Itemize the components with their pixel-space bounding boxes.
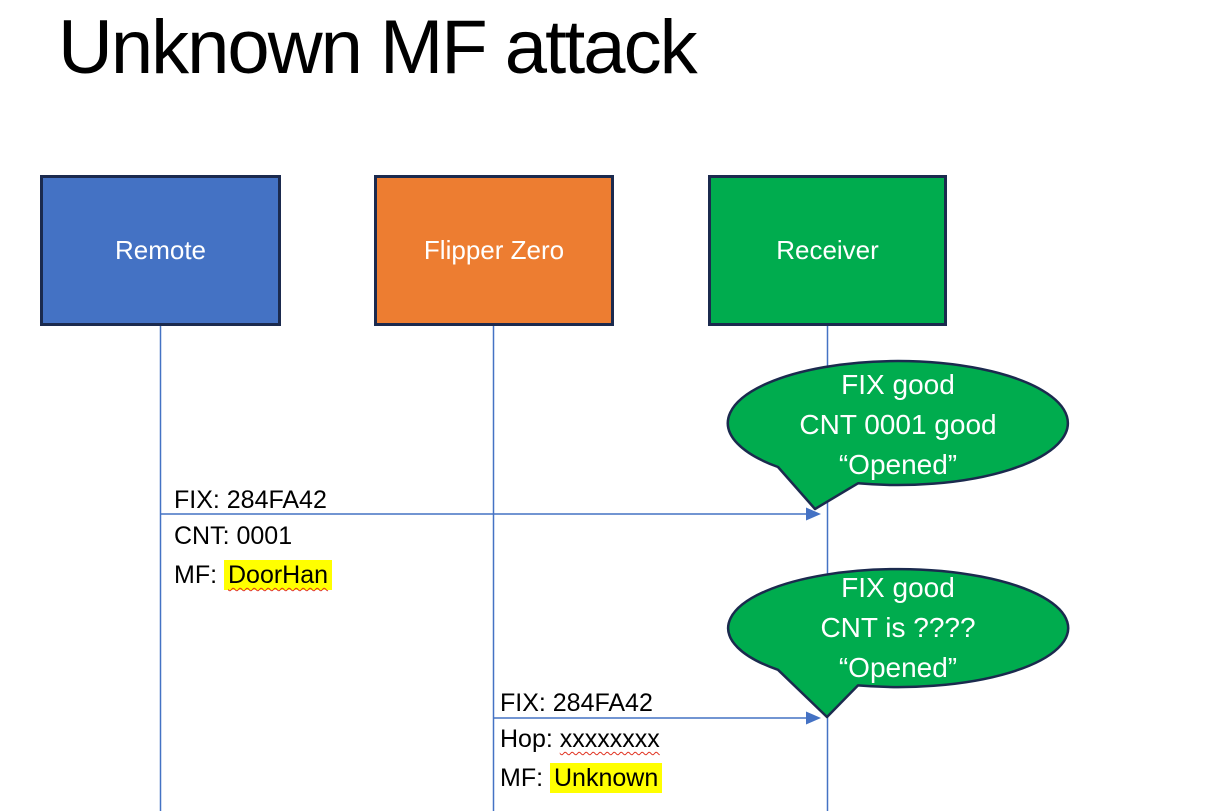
message1-cnt-text: CNT: 0001 xyxy=(174,522,293,550)
arrowhead-message-2 xyxy=(806,711,821,725)
callout2-text: FIX good CNT is ???? “Opened” xyxy=(728,568,1068,688)
message2-hop-value: xxxxxxxx xyxy=(559,725,660,753)
callout1-text: FIX good CNT 0001 good “Opened” xyxy=(728,365,1068,485)
message1-detail-labels: CNT: 0001 MF: DoorHan xyxy=(174,517,333,595)
message2-hop-prefix: Hop: xyxy=(500,725,560,753)
callout-bubble-2 xyxy=(726,567,1070,719)
message2-mf-prefix: MF: xyxy=(500,764,550,792)
callout1-line3: “Opened” xyxy=(838,449,958,480)
actor-box-receiver: Receiver xyxy=(708,175,947,326)
actor-box-remote: Remote xyxy=(40,175,281,326)
arrowhead-message-1 xyxy=(806,507,821,521)
message2-mf-line: MF: Unknown xyxy=(500,759,663,798)
actor-label-flipper-zero: Flipper Zero xyxy=(423,235,565,265)
message2-detail-labels: Hop: xxxxxxxx MF: Unknown xyxy=(500,720,663,798)
callout-bubble-1 xyxy=(726,359,1070,511)
callout2-line3: “Opened” xyxy=(838,652,958,683)
callout2-line2: CNT is ???? xyxy=(820,612,976,643)
message1-fix-text: FIX: 284FA42 xyxy=(174,486,327,514)
callout2-line1: FIX good xyxy=(841,572,955,603)
message2-hop-line: Hop: xxxxxxxx xyxy=(500,720,662,759)
message1-mf-value-highlighted: DoorHan xyxy=(224,560,333,590)
actor-label-remote: Remote xyxy=(114,235,207,265)
actor-box-flipper-zero: Flipper Zero xyxy=(374,175,614,326)
message2-fix-text: FIX: 284FA42 xyxy=(500,689,653,717)
message1-mf-prefix: MF: xyxy=(174,561,224,589)
message2-mf-value-highlighted: Unknown xyxy=(550,763,663,793)
callout1-line1: FIX good xyxy=(841,369,955,400)
actor-label-receiver: Receiver xyxy=(776,235,879,265)
page-title: Unknown MF attack xyxy=(58,5,698,90)
message2-fix-label: FIX: 284FA42 xyxy=(500,684,653,723)
message1-mf-line: MF: DoorHan xyxy=(174,556,333,595)
message1-fix-label: FIX: 284FA42 xyxy=(174,481,327,520)
callout1-line2: CNT 0001 good xyxy=(799,409,997,440)
